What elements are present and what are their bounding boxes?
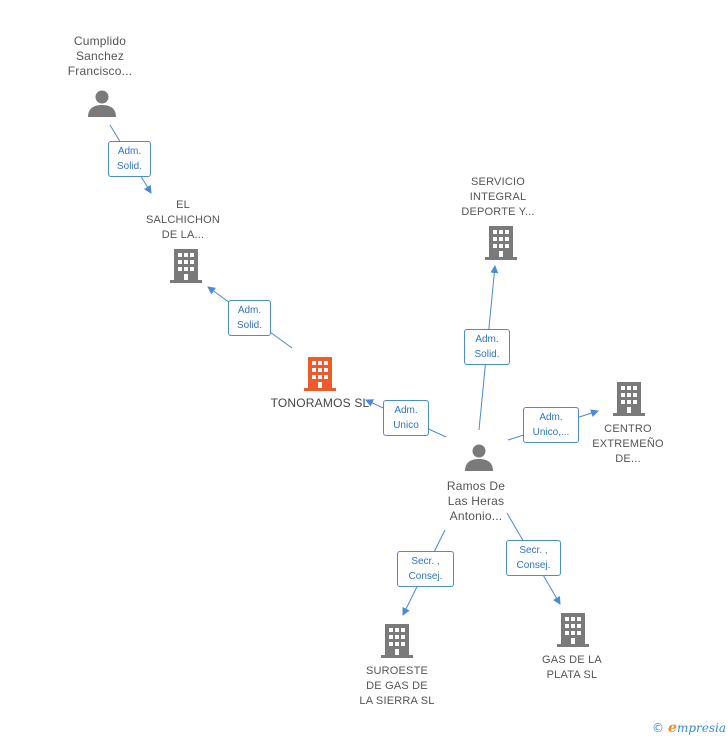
brand-footer[interactable]: ©empresia xyxy=(652,720,726,736)
building-icon[interactable] xyxy=(485,225,517,261)
building-icon[interactable] xyxy=(613,381,645,417)
building-main-icon[interactable] xyxy=(304,356,336,392)
node-label-gasplata[interactable]: GAS DE LA PLATA SL xyxy=(542,654,602,681)
relation-tag-ramos-servicio[interactable]: Adm. Solid. xyxy=(464,329,510,365)
copyright-icon: © xyxy=(652,721,665,735)
relation-tag-ramos-suroeste[interactable]: Secr. , Consej. xyxy=(397,551,454,587)
node-label-tonoramos[interactable]: TONORAMOS SL xyxy=(270,396,370,410)
brand-name: mpresia xyxy=(676,721,726,735)
relation-tag-ramos-tonoramos[interactable]: Adm. Unico xyxy=(383,400,429,436)
node-label-cumplido[interactable]: Cumplido Sanchez Francisco... xyxy=(67,34,133,78)
person-icon[interactable] xyxy=(464,443,494,473)
node-label-suroeste[interactable]: SUROESTE DE GAS DE LA SIERRA SL xyxy=(359,665,435,707)
relation-tag-cumplido-salchichon[interactable]: Adm. Solid. xyxy=(108,141,151,177)
node-label-servicio[interactable]: SERVICIO INTEGRAL DEPORTE Y... xyxy=(461,176,535,218)
building-icon[interactable] xyxy=(170,248,202,284)
person-icon[interactable] xyxy=(87,89,117,119)
node-label-salchichon[interactable]: EL SALCHICHON DE LA... xyxy=(145,199,221,241)
relation-tag-ramos-gasplata[interactable]: Secr. , Consej. xyxy=(506,540,561,576)
building-icon[interactable] xyxy=(557,612,589,648)
relation-tag-tonoramos-salchichon[interactable]: Adm. Solid. xyxy=(228,300,271,336)
brand-initial: e xyxy=(668,720,677,736)
node-label-ramos[interactable]: Ramos De Las Heras Antonio... xyxy=(446,479,506,523)
relation-tag-ramos-centro[interactable]: Adm. Unico,... xyxy=(523,407,579,443)
node-label-centro[interactable]: CENTRO EXTREMEÑO DE... xyxy=(592,423,664,465)
building-icon[interactable] xyxy=(381,623,413,659)
